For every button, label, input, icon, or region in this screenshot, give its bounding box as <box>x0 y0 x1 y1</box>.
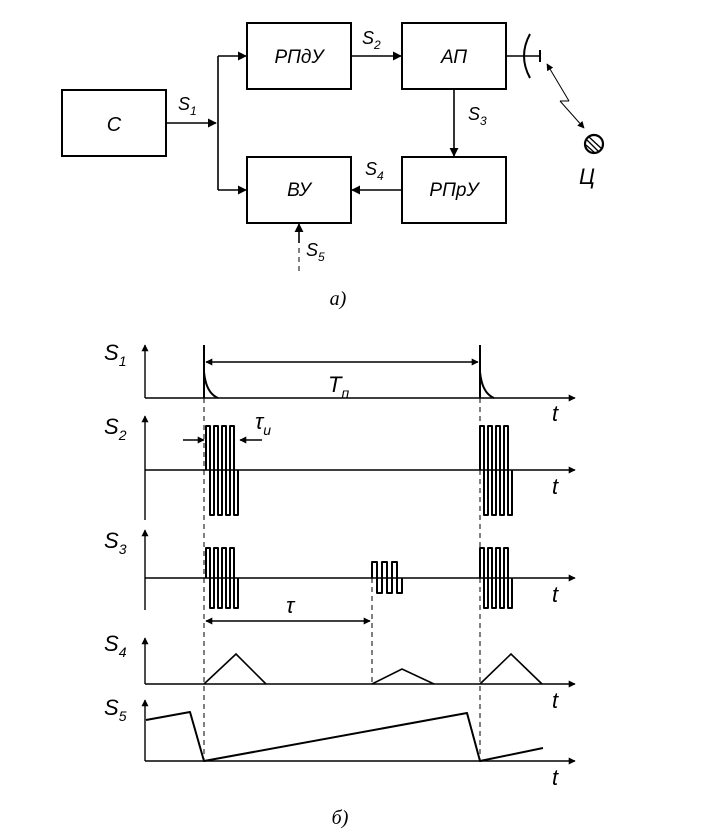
block-transmitter-label: РПдУ <box>274 47 325 68</box>
s3-echo <box>371 561 403 594</box>
s2-burst-2 <box>479 425 513 516</box>
s1-pulse-1 <box>203 345 219 399</box>
label-s5: S5 <box>306 240 325 264</box>
block-diagram: С РПдУ АП ВУ РПрУ <box>61 22 605 310</box>
block-antenna-switch-label: АП <box>440 47 467 68</box>
block-receiver-label: РПрУ <box>429 180 480 201</box>
caption-b: б) <box>332 807 349 829</box>
s4-triangle-2 <box>371 668 435 685</box>
row-s4-axes <box>141 637 576 688</box>
block-transmitter: РПдУ <box>246 22 352 90</box>
antenna-icon <box>506 33 541 79</box>
row-label-s4: S4 <box>104 631 127 660</box>
s3-burst-1 <box>205 547 239 609</box>
label-s2: S2 <box>362 28 381 52</box>
t-label-s2: t <box>552 474 559 499</box>
block-computing-unit: ВУ <box>246 156 352 224</box>
row-label-s1: S1 <box>104 340 126 369</box>
t-label-s1: t <box>552 401 559 426</box>
row-label-s3: S3 <box>104 528 127 557</box>
t-label-s5: t <box>552 765 559 790</box>
s3-burst-2 <box>479 547 513 609</box>
block-source: С <box>61 89 167 157</box>
label-s4: S4 <box>365 159 384 183</box>
row-label-s2: S2 <box>104 414 127 443</box>
target-icon <box>583 133 605 155</box>
row-label-s5: S5 <box>104 695 127 724</box>
s4-triangle-3 <box>479 652 543 685</box>
block-antenna-switch: АП <box>401 22 507 90</box>
s1-pulse-2 <box>479 345 495 399</box>
t-label-s4: t <box>552 688 559 713</box>
delay-label: τ <box>286 593 296 618</box>
s5-sawtooth <box>145 711 544 762</box>
caption-a: а) <box>330 288 347 310</box>
pulse-width-label: τи <box>255 409 271 438</box>
timing-diagram: S1 S2 S3 S4 S5 t t t t t Tп τи τ <box>104 340 576 829</box>
label-s3: S3 <box>468 104 487 128</box>
s2-burst-1 <box>205 425 239 516</box>
radio-link-icon <box>546 63 585 129</box>
row-s5-axes <box>141 699 576 765</box>
period-label: Tп <box>328 372 349 401</box>
target-label: Ц <box>579 164 595 189</box>
block-computing-unit-label: ВУ <box>287 180 313 201</box>
t-label-s3: t <box>552 582 559 607</box>
label-s1: S1 <box>178 94 197 118</box>
s4-triangle-1 <box>203 652 267 685</box>
block-receiver: РПрУ <box>401 156 507 224</box>
block-source-label: С <box>107 114 122 136</box>
